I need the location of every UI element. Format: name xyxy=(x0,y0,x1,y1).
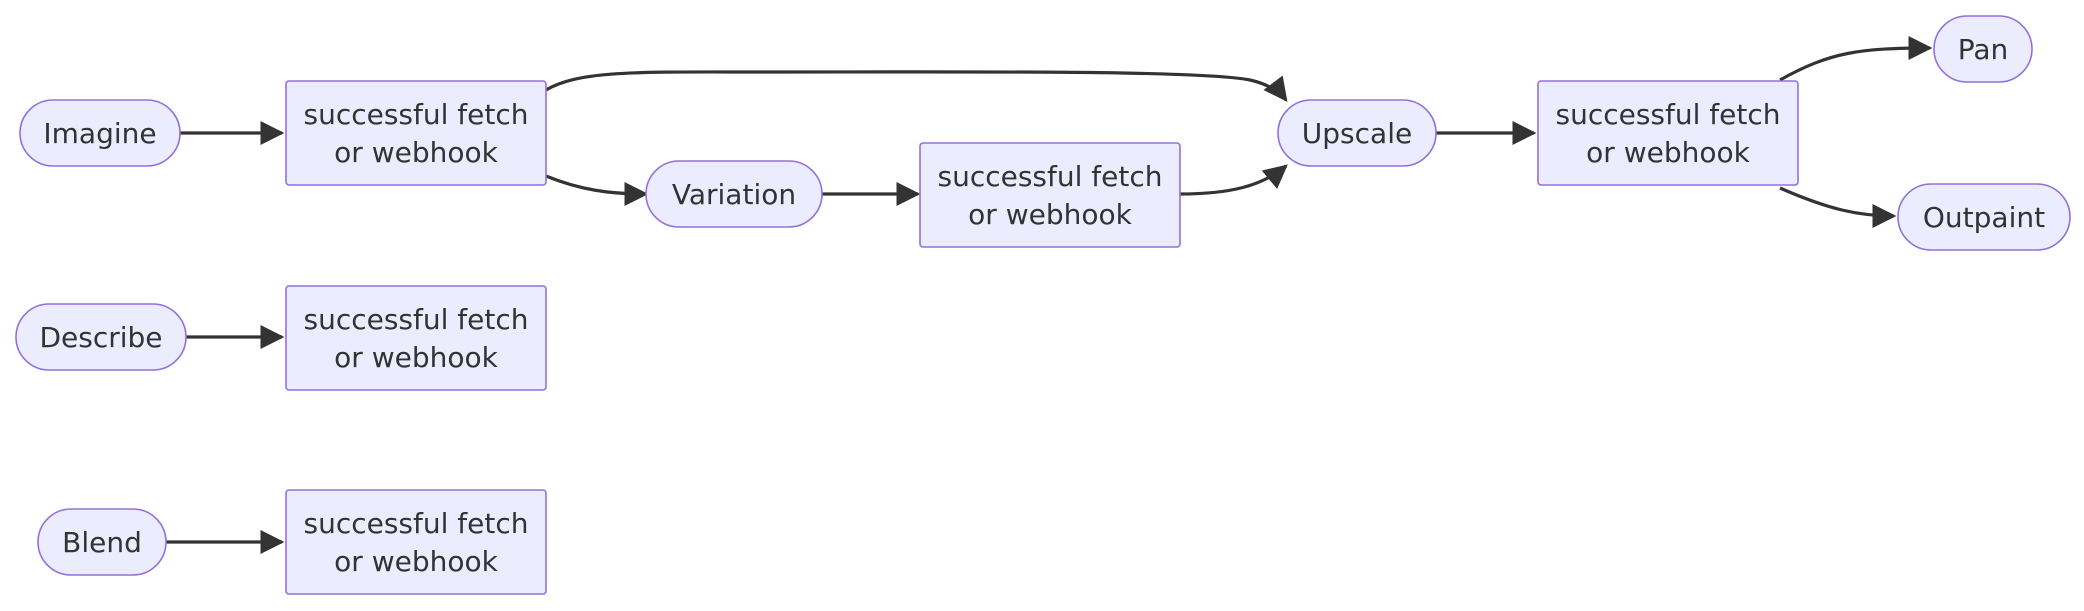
node-outpaint-label: Outpaint xyxy=(1923,201,2045,234)
node-fetch-blend-label-line2: or webhook xyxy=(334,545,498,578)
edge-fetch-to-pan xyxy=(1779,36,1933,82)
node-fetch-variation[interactable]: successful fetch or webhook xyxy=(919,142,1181,248)
node-fetch-describe-label-line2: or webhook xyxy=(334,341,498,374)
node-describe[interactable]: Describe xyxy=(15,303,187,371)
node-fetch-blend[interactable]: successful fetch or webhook xyxy=(285,489,547,595)
node-fetch-variation-label-line1: successful fetch xyxy=(937,160,1162,193)
node-fetch-upscale-label-line1: successful fetch xyxy=(1555,98,1780,131)
node-fetch-upscale[interactable]: successful fetch or webhook xyxy=(1537,80,1799,186)
node-upscale-label: Upscale xyxy=(1302,117,1412,150)
node-blend-label: Blend xyxy=(62,526,142,559)
node-imagine-label: Imagine xyxy=(43,117,156,150)
edge-fetch-to-outpaint xyxy=(1779,186,1897,228)
node-fetch-blend-label-line1: successful fetch xyxy=(303,507,528,540)
edges xyxy=(166,36,1933,554)
node-fetch-upscale-label-line2: or webhook xyxy=(1586,136,1750,169)
node-fetch-imagine-label-line2: or webhook xyxy=(334,136,498,169)
node-variation-label: Variation xyxy=(672,178,796,211)
node-pan-label: Pan xyxy=(1958,33,2009,66)
node-outpaint[interactable]: Outpaint xyxy=(1897,183,2071,251)
node-imagine[interactable]: Imagine xyxy=(19,99,181,167)
node-fetch-variation-label-line2: or webhook xyxy=(968,198,1132,231)
node-fetch-describe-label-line1: successful fetch xyxy=(303,303,528,336)
node-blend[interactable]: Blend xyxy=(37,508,167,576)
node-upscale[interactable]: Upscale xyxy=(1277,99,1437,167)
nodes: Imagine successful fetch or webhook Vari… xyxy=(15,15,2071,595)
edge-fetch-variation-to-upscale xyxy=(1179,164,1288,196)
node-fetch-describe[interactable]: successful fetch or webhook xyxy=(285,285,547,391)
node-describe-label: Describe xyxy=(39,321,162,354)
edge-fetch-to-variation xyxy=(545,174,649,206)
node-fetch-imagine-label-line1: successful fetch xyxy=(303,98,528,131)
node-pan[interactable]: Pan xyxy=(1933,15,2033,83)
node-variation[interactable]: Variation xyxy=(645,160,823,228)
node-fetch-imagine[interactable]: successful fetch or webhook xyxy=(285,80,547,186)
edge-fetch-to-upscale xyxy=(545,70,1288,102)
